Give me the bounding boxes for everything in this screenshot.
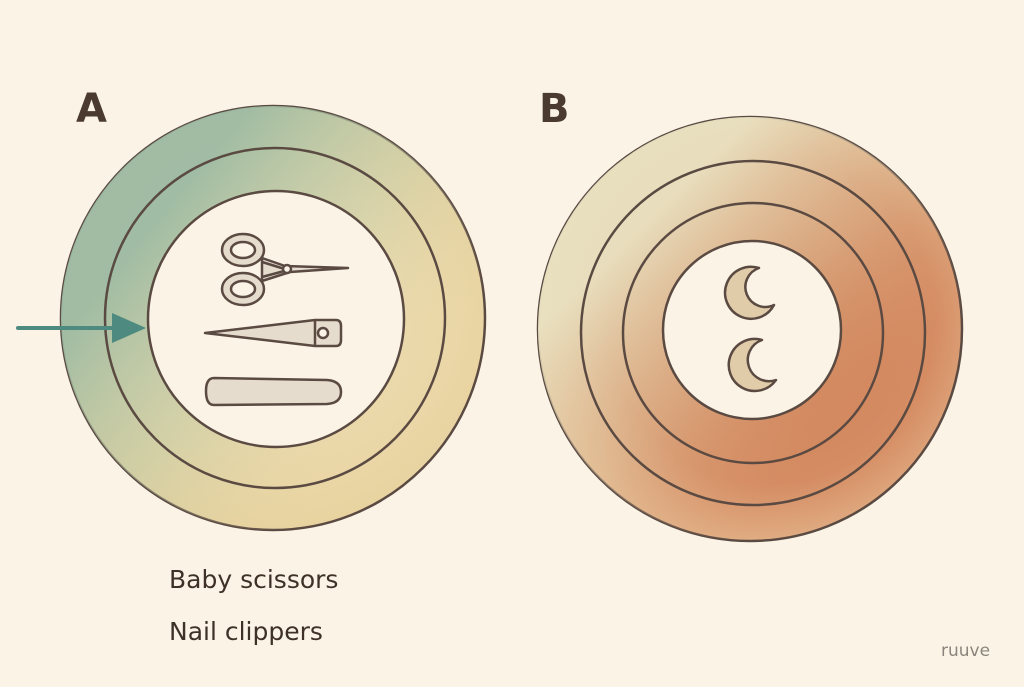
nail-clippers-icon	[203, 318, 343, 348]
scissors-icon	[220, 232, 350, 307]
nail-file-icon	[204, 376, 343, 407]
panel-a-target	[59, 104, 487, 532]
arrow-icon	[16, 313, 146, 343]
caption-nail-clippers: Nail clippers	[169, 617, 323, 646]
panel-b-label: B	[539, 86, 570, 132]
caption-baby-scissors: Baby scissors	[169, 565, 339, 594]
crescent-nail-clipping-icon	[727, 337, 778, 393]
crescent-nail-clipping-icon	[723, 265, 776, 320]
panel-a-label: A	[76, 86, 107, 132]
panel-b-target	[536, 115, 964, 543]
brand-watermark: ruuve	[941, 641, 991, 661]
